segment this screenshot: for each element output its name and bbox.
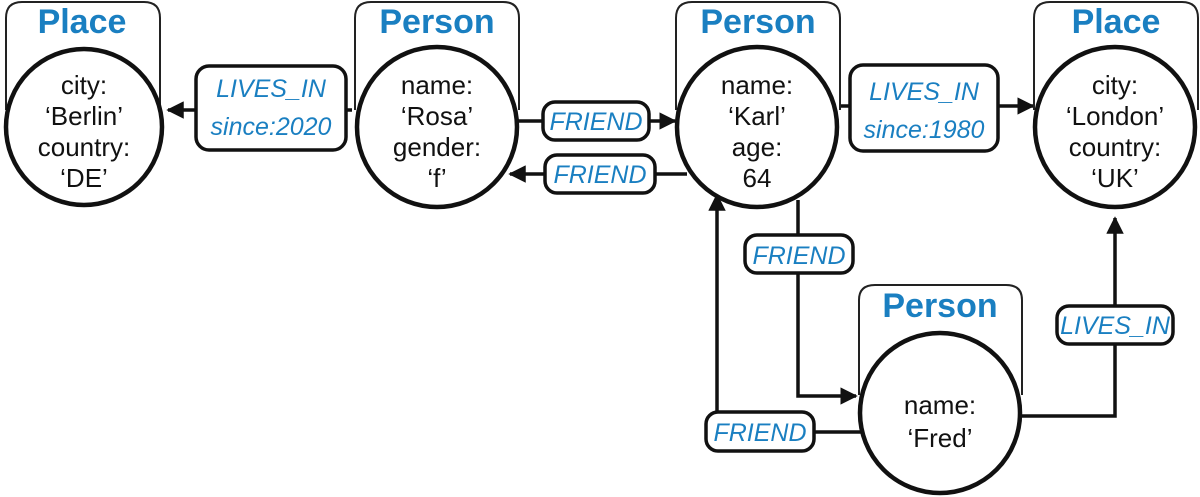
edge-label-rosa-lives-berlin: LIVES_IN since:2020 [194,64,348,152]
node-prop: ‘Berlin’ [45,101,123,131]
node-prop: name: [721,70,793,100]
edge-type: LIVES_IN [216,75,327,103]
node-prop: city: [1092,70,1138,100]
node-karl: Person name: ‘Karl’ age: 64 [674,1,841,210]
edge-label-box [704,410,816,453]
edge-type: LIVES_IN [1060,312,1171,340]
node-label: Person [379,3,494,41]
node-prop: country: [1069,132,1162,162]
edge-fred-lives-london [1020,216,1124,418]
edge-label-fred-friend-karl: FRIEND [704,410,816,453]
node-prop: 64 [743,163,772,193]
edge-type: FRIEND [549,108,642,136]
edge-type: FRIEND [752,242,845,270]
node-prop: name: [401,70,473,100]
edge-label-karl-lives-london: LIVES_IN since:1980 [848,63,1000,153]
node-prop: gender: [393,132,481,162]
node-prop: age: [732,132,783,162]
edge-label-box [543,153,657,195]
node-prop: name: [904,390,976,420]
node-label: Person [882,287,997,325]
edge-prop: since:2020 [211,113,332,141]
node-circle [354,44,520,210]
edge-label-karl-friend-fred: FRIEND [743,233,855,275]
node-label: Place [38,3,127,41]
edge-type: FRIEND [713,419,806,447]
node-circle [3,46,165,208]
node-circle [674,44,840,210]
edge-type: LIVES_IN [869,78,980,106]
edge-karl-friend-fred [796,200,858,405]
edge-label-rosa-friend-karl: FRIEND [541,100,651,142]
edge-label-karl-friend-rosa: FRIEND [543,153,657,195]
edge-type: FRIEND [553,161,646,189]
node-circle [857,330,1023,496]
node-label: Person [700,3,815,41]
node-label: Place [1072,3,1161,41]
edge-label-box [848,63,1000,153]
edge-label-box [194,64,348,152]
node-berlin: Place city: ‘Berlin’ country: ‘DE’ [3,1,165,208]
node-prop: ‘Rosa’ [401,101,473,131]
node-circle [1032,44,1198,210]
node-prop: ‘Karl’ [728,101,786,131]
node-rosa: Person name: ‘Rosa’ gender: ‘f’ [354,1,520,210]
node-prop: ‘DE’ [60,163,108,193]
node-prop: city: [61,70,107,100]
edge-prop: since:1980 [864,116,985,144]
node-prop: ‘Fred’ [907,423,972,453]
edge-label-box [1055,304,1175,346]
node-prop: country: [38,132,131,162]
node-prop: ‘f’ [427,163,446,193]
edge-label-box [541,100,651,142]
edge-label-fred-lives-london: LIVES_IN [1055,304,1175,346]
node-prop: ‘London’ [1066,101,1164,131]
node-prop: ‘UK’ [1091,163,1139,193]
node-fred: Person name: ‘Fred’ [857,284,1023,496]
node-london: Place city: ‘London’ country: ‘UK’ [1032,1,1199,210]
edge-label-box [743,233,855,275]
